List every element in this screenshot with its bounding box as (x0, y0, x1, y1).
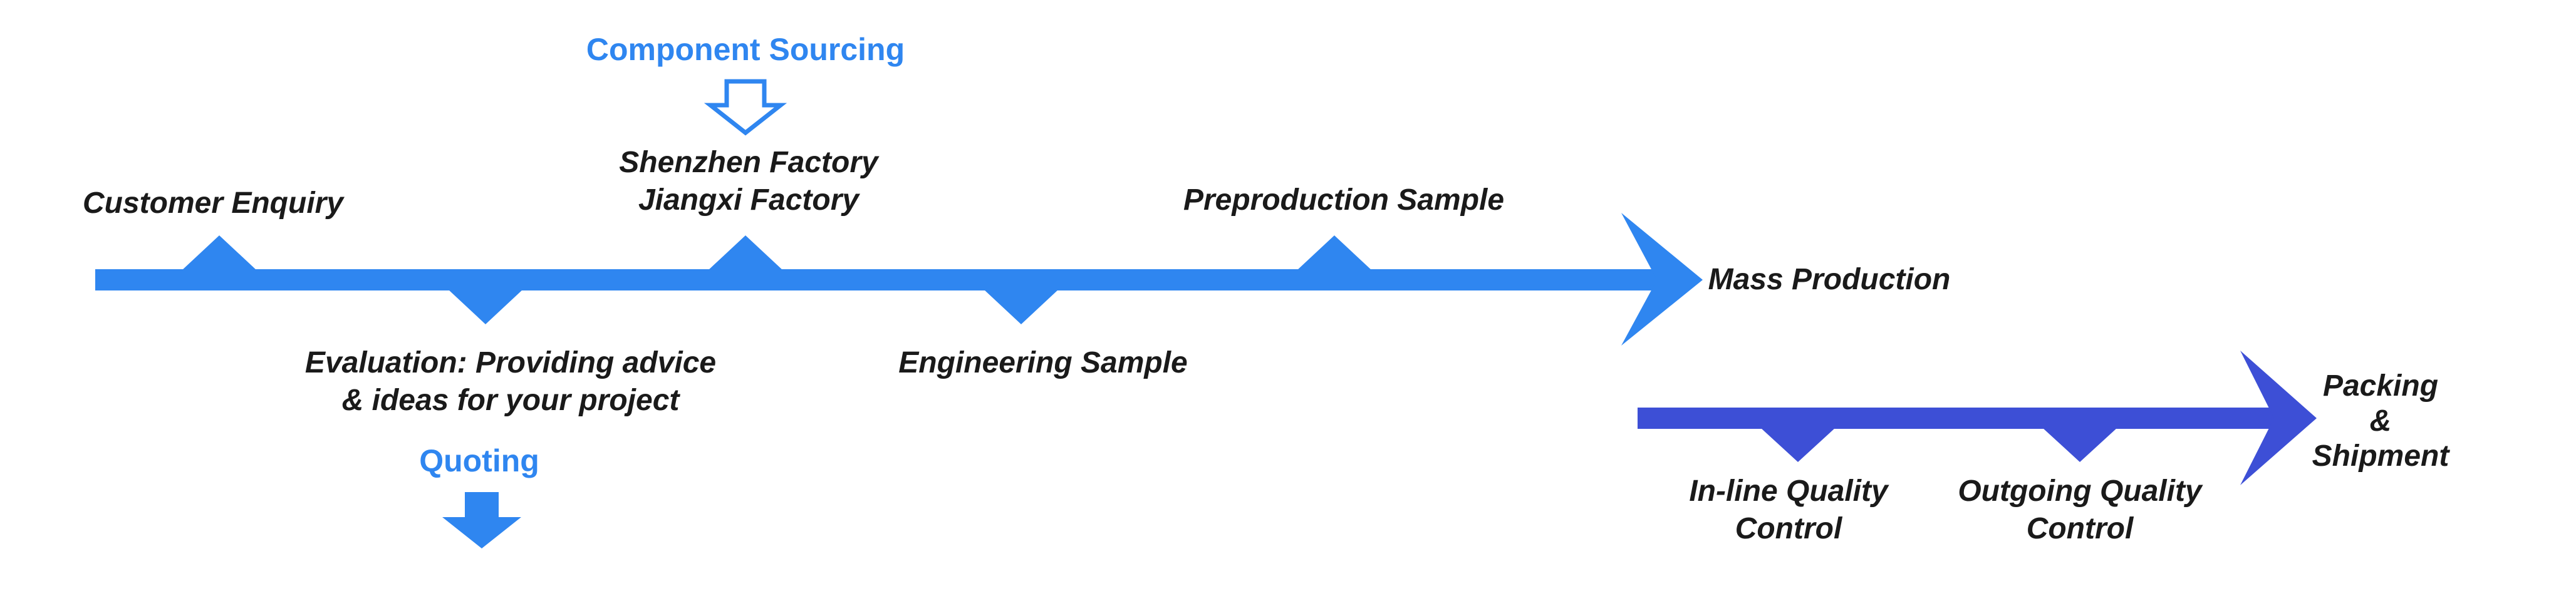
quoting-label: Quoting (419, 443, 539, 478)
qc-packing-line3: Shipment (2312, 439, 2451, 473)
qc-flow-arrowhead (2240, 351, 2317, 485)
main-flow-arrow (95, 213, 1703, 346)
qc-outgoing-line2: Control (2027, 512, 2134, 545)
marker-engineering-sample (984, 289, 1059, 324)
qc-packing-line2: & (2370, 404, 2392, 438)
marker-evaluation (448, 289, 523, 324)
step-evaluation-line1: Evaluation: Providing advice (305, 346, 716, 379)
marker-inline-qc (1760, 428, 1836, 462)
step-preproduction-sample: Preproduction Sample (1183, 183, 1504, 217)
qc-packing-line1: Packing (2323, 369, 2438, 403)
qc-inline-line2: Control (1735, 512, 1843, 545)
marker-outgoing-qc (2042, 428, 2117, 462)
step-shenzhen-factory: Shenzhen Factory (619, 146, 880, 179)
qc-inline-line1: In-line Quality (1689, 475, 1889, 508)
qc-flow-arrow (1638, 351, 2317, 485)
down-arrow-outline-icon (704, 79, 787, 136)
step-customer-enquiry: Customer Enquiry (83, 187, 345, 220)
marker-preproduction-sample (1297, 235, 1372, 270)
step-evaluation-line2: & ideas for your project (342, 384, 681, 417)
qc-flow-shaft (1638, 408, 2302, 429)
main-flow-arrowhead (1621, 213, 1703, 346)
step-mass-production: Mass Production (1708, 263, 1951, 296)
component-sourcing-label: Component Sourcing (586, 32, 905, 67)
marker-customer-enquiry (182, 235, 257, 270)
step-engineering-sample: Engineering Sample (898, 346, 1187, 379)
main-flow-shaft (95, 269, 1674, 290)
down-arrow-solid-icon (442, 492, 521, 548)
step-jiangxi-factory: Jiangxi Factory (638, 183, 860, 217)
qc-outgoing-line1: Outgoing Quality (1958, 475, 2203, 508)
marker-factories (708, 235, 783, 270)
